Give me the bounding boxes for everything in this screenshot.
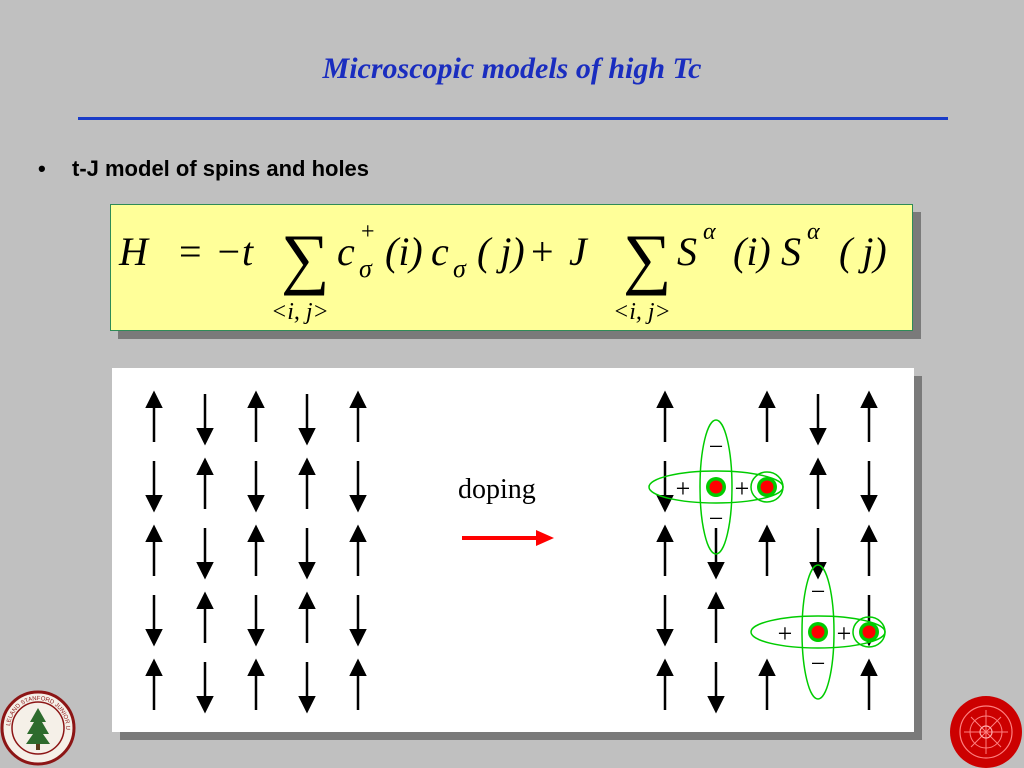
minus-sign: −	[709, 432, 724, 461]
hole-dot	[760, 480, 774, 494]
spin-lattice-diagram: ++−−++−− doping	[145, 390, 886, 714]
doping-label: doping	[458, 474, 536, 505]
eq-c-dagger-sub: σ	[359, 254, 373, 283]
bullet-item: • t-J model of spins and holes	[38, 156, 369, 182]
minus-sign: −	[811, 577, 826, 606]
eq-arg-j-1: ( j)	[477, 229, 525, 274]
vertical-orbital-ring	[801, 564, 835, 700]
eq-S-1-sup: α	[703, 219, 716, 245]
hole-dot	[709, 480, 723, 494]
institution-emblem-logo	[950, 696, 1022, 768]
plus-sign: +	[778, 619, 793, 648]
doping-arrow	[462, 530, 554, 546]
minus-sign: −	[709, 504, 724, 533]
plus-sign: +	[735, 474, 750, 503]
eq-neg-t: −t	[215, 229, 254, 274]
hole-dot	[811, 625, 825, 639]
hole-ring	[750, 471, 784, 503]
title-underline	[78, 117, 948, 120]
eq-sum-2: ∑	[623, 220, 671, 296]
eq-arg-i-1: (i)	[385, 229, 423, 274]
eq-J: J	[569, 229, 589, 274]
left-spin-lattice	[145, 390, 367, 714]
vertical-orbital-ring	[699, 419, 733, 555]
eq-H: H	[118, 229, 150, 274]
eq-S-2: S	[781, 229, 801, 274]
equation-box: H = −t ∑ <i, j> c + σ (i) c σ ( j) + J ∑…	[110, 204, 913, 331]
bullet-marker: •	[38, 156, 46, 181]
eq-sum-1: ∑	[281, 220, 329, 296]
hole-pair: + +− −	[648, 419, 784, 555]
plus-sign: +	[837, 619, 852, 648]
hole-pair: + +− −	[750, 564, 886, 700]
hole-pairs: ++−−++−−	[648, 419, 886, 700]
hole-dot	[862, 625, 876, 639]
bullet-text: t-J model of spins and holes	[72, 156, 370, 181]
eq-c-dagger: c	[337, 229, 355, 274]
eq-S-1: S	[677, 229, 697, 274]
eq-c-sub: σ	[453, 254, 467, 283]
hole-ring	[852, 616, 886, 648]
eq-equals: =	[179, 229, 202, 274]
eq-S-2-sup: α	[807, 219, 820, 245]
plus-sign: +	[676, 474, 691, 503]
eq-c-dagger-sup: +	[361, 219, 375, 245]
minus-sign: −	[811, 649, 826, 678]
eq-plus: +	[531, 229, 554, 274]
right-spin-lattice	[656, 390, 878, 714]
slide-title: Microscopic models of high Tc	[322, 52, 702, 85]
eq-arg-i-2: (i)	[733, 229, 771, 274]
eq-arg-j-2: ( j)	[839, 229, 887, 274]
eq-sum-1-index: <i, j>	[271, 299, 329, 325]
university-seal-logo: LELAND STANFORD JUNIOR UNIVERSITY · ORGA…	[0, 688, 76, 766]
diagram-box: ++−−++−− doping	[112, 368, 914, 732]
eq-c: c	[431, 229, 449, 274]
eq-sum-2-index: <i, j>	[613, 299, 671, 325]
